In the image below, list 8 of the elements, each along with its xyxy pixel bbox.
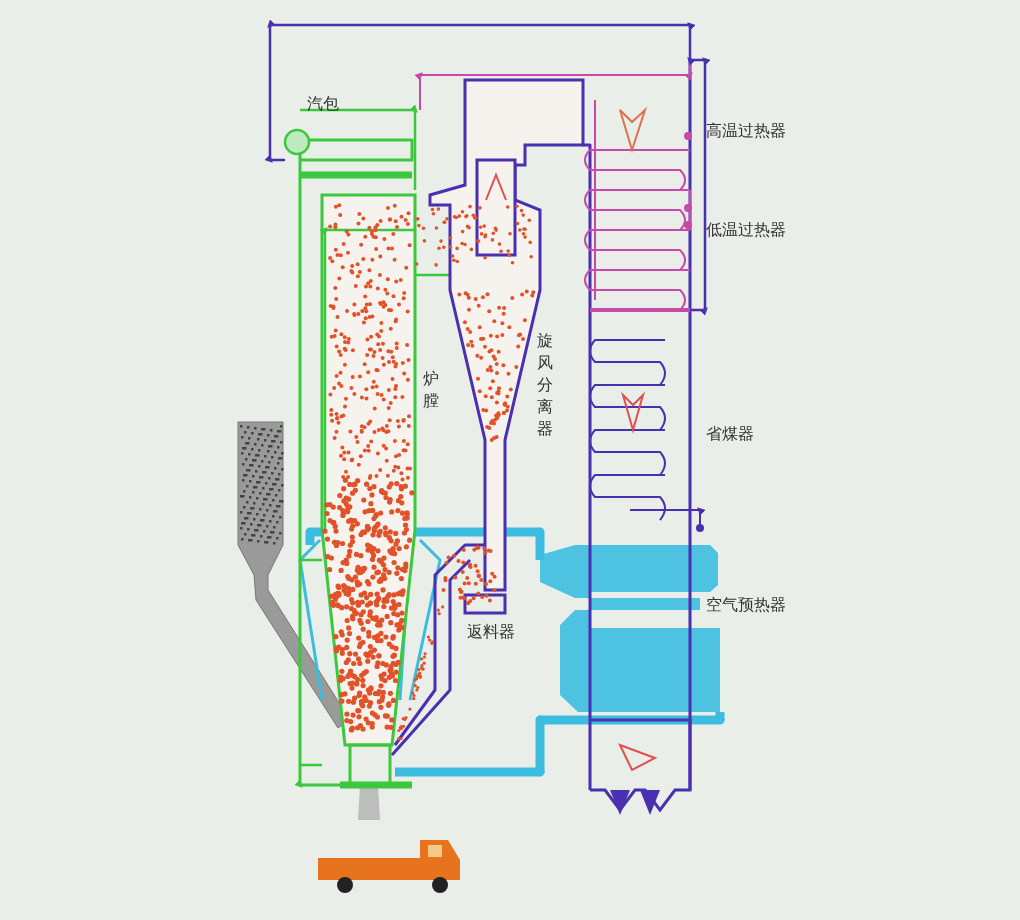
furnace-label: 炉膛	[423, 368, 440, 412]
economizer-label: 省煤器	[706, 426, 754, 442]
loop-seal-label: 返料器	[467, 624, 515, 640]
superheater-label: 高温过热器	[706, 123, 786, 139]
cyclone-label: 旋风分离器	[537, 330, 554, 440]
drum-label: 汽包	[307, 96, 339, 112]
superheater-label: 低温过热器	[706, 222, 786, 238]
air-preheater-label: 空气预热器	[706, 597, 786, 613]
